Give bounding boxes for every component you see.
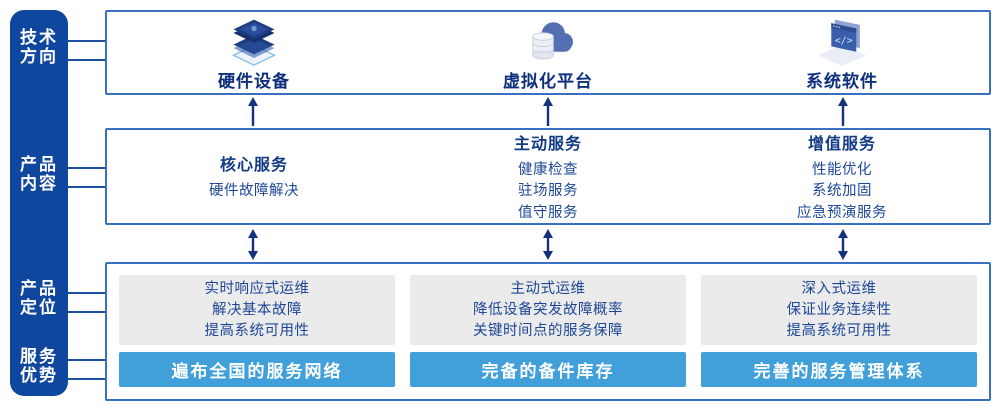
position-line: 主动式运维 (510, 280, 586, 297)
double-arrow-icon (543, 229, 553, 260)
tech-item-label: 硬件设备 (218, 71, 290, 91)
sidebar-label-line: 定位 (20, 298, 58, 317)
product-position-box: 实时响应式运维 解决基本故障 提高系统可用性 遍布全国的服务网络 主动式运维 降… (105, 262, 991, 401)
position-description-panel: 深入式运维 保证业务连续性 提高系统可用性 (701, 275, 977, 346)
advantage-banner: 完善的服务管理体系 (701, 352, 977, 387)
sidebar-label-product-content: 产品 内容 (10, 155, 68, 193)
position-column-realtime: 实时响应式运维 解决基本故障 提高系统可用性 遍布全国的服务网络 (119, 275, 395, 387)
position-line: 实时响应式运维 (204, 280, 310, 297)
connector-line (67, 167, 107, 169)
service-item: 值守服务 (518, 204, 578, 221)
advantage-banner: 完备的备件库存 (410, 352, 686, 387)
position-column-deep: 深入式运维 保证业务连续性 提高系统可用性 完善的服务管理体系 (701, 275, 977, 387)
tech-direction-box: 硬件设备 虚拟化平台 (105, 10, 991, 95)
service-column-proactive: 主动服务 健康检查 驻场服务 值守服务 (401, 130, 695, 223)
position-line: 保证业务连续性 (786, 301, 892, 318)
service-item: 健康检查 (518, 161, 578, 178)
position-description-panel: 主动式运维 降低设备突发故障概率 关键时间点的服务保障 (410, 275, 686, 346)
sidebar-label-service-advantage: 服务 优势 (10, 347, 68, 385)
sidebar-label-line: 方向 (20, 47, 58, 66)
sidebar-label-product-position: 产品 定位 (10, 279, 68, 317)
sidebar: 技术 方向 产品 内容 产品 定位 服务 优势 (10, 10, 68, 396)
position-description-panel: 实时响应式运维 解决基本故障 提高系统可用性 (119, 275, 395, 346)
tech-item-hardware: 硬件设备 (107, 12, 401, 93)
server-stack-icon (221, 14, 287, 66)
position-line: 关键时间点的服务保障 (473, 322, 623, 339)
service-item: 应急预演服务 (797, 204, 887, 221)
position-line: 降低设备突发故障概率 (473, 301, 623, 318)
tech-item-label: 系统软件 (806, 71, 878, 91)
tech-item-label: 虚拟化平台 (503, 71, 593, 91)
position-line: 深入式运维 (801, 280, 877, 297)
tech-item-system-software: </> 系统软件 (695, 12, 989, 93)
sidebar-label-line: 内容 (20, 174, 58, 193)
service-column-value-added: 增值服务 性能优化 系统加固 应急预演服务 (695, 130, 989, 223)
sidebar-label-line: 服务 (20, 347, 58, 366)
service-heading: 增值服务 (807, 135, 876, 153)
service-item: 驻场服务 (518, 183, 578, 200)
position-column-proactive: 主动式运维 降低设备突发故障概率 关键时间点的服务保障 完备的备件库存 (410, 275, 686, 387)
up-arrow-icon (543, 97, 553, 126)
sidebar-label-line: 优势 (20, 366, 58, 385)
position-line: 提高系统可用性 (204, 322, 310, 339)
double-arrow-icon (248, 229, 258, 260)
service-column-core: 核心服务 硬件故障解决 (107, 130, 401, 223)
connector-line (67, 311, 107, 313)
service-item: 系统加固 (812, 183, 872, 200)
up-arrow-icon (838, 97, 848, 126)
position-line: 解决基本故障 (212, 301, 302, 318)
svg-text:</>: </> (835, 35, 853, 46)
service-item: 性能优化 (812, 161, 872, 178)
advantage-banner: 遍布全国的服务网络 (119, 352, 395, 387)
tech-item-virtualization: 虚拟化平台 (401, 12, 695, 93)
service-item: 硬件故障解决 (209, 183, 299, 200)
code-window-icon: </> (809, 14, 875, 66)
service-heading: 主动服务 (513, 135, 582, 153)
product-content-box: 核心服务 硬件故障解决 主动服务 健康检查 驻场服务 值守服务 增值服务 性能优… (105, 128, 991, 225)
sidebar-label-line: 产品 (20, 155, 58, 174)
sidebar-label-line: 技术 (20, 28, 58, 47)
connector-line (67, 378, 107, 380)
connector-line (67, 359, 107, 361)
cloud-database-icon (515, 14, 581, 66)
service-heading: 核心服务 (219, 157, 288, 175)
connector-line (67, 59, 107, 61)
connector-line (67, 186, 107, 188)
sidebar-label-line: 产品 (20, 279, 58, 298)
connector-line (67, 292, 107, 294)
double-arrow-icon (838, 229, 848, 260)
position-line: 提高系统可用性 (786, 322, 892, 339)
up-arrow-icon (248, 97, 258, 126)
sidebar-label-tech-direction: 技术 方向 (10, 28, 68, 66)
connector-line (67, 40, 107, 42)
